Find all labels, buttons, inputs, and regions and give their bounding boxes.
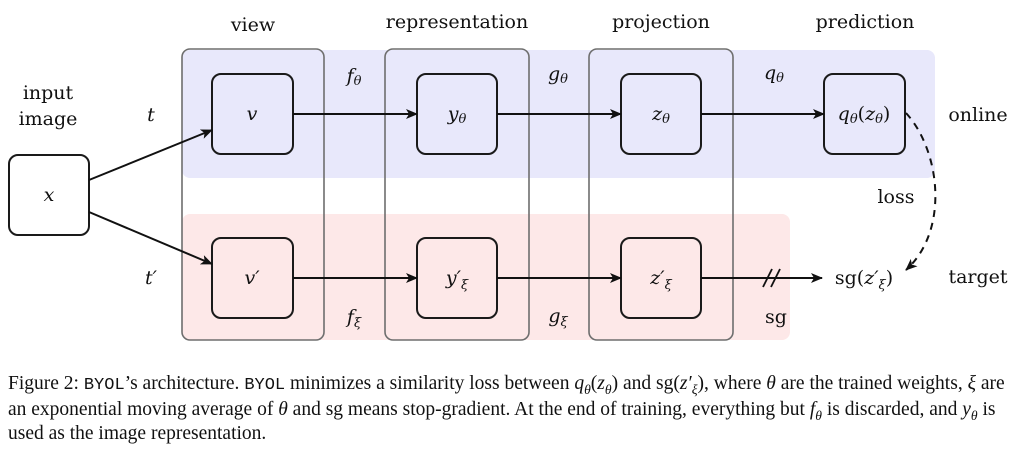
node-y-xi-label: y′ξ	[445, 267, 469, 293]
target-output-label: sg(z′ξ)	[835, 267, 893, 293]
caption-math: θ	[970, 407, 978, 423]
byol-architecture-diagram: view representation projection predictio…	[8, 11, 1008, 341]
edge-x-to-v	[88, 129, 213, 181]
caption-math: z	[597, 373, 605, 394]
figure-caption: Figure 2: BYOL’s architecture. BYOL mini…	[8, 372, 1018, 446]
caption-math: )	[611, 373, 619, 394]
edge-label-t: t	[147, 104, 155, 126]
caption-math: q	[574, 373, 585, 394]
edge-label-q-theta: qθ	[764, 62, 784, 86]
input-label-line2: image	[19, 108, 78, 130]
caption-math: θ	[604, 381, 612, 397]
input-label-line1: input	[23, 82, 74, 104]
caption-math: f	[809, 399, 816, 420]
loss-label: loss	[877, 186, 914, 208]
edge-label-g-xi: gξ	[548, 305, 568, 330]
caption-text: minimizes a similarity loss between	[290, 373, 570, 394]
byol-name: BYOL	[244, 376, 286, 395]
byol-name: BYOL	[83, 376, 125, 395]
caption-text: are an exponential moving average of	[8, 373, 1005, 420]
edge-label-g-theta: gθ	[548, 63, 568, 87]
caption-math: y	[962, 399, 971, 420]
node-v-prime-label: v′	[244, 267, 260, 289]
stop-gradient-mark	[762, 268, 781, 288]
node-q-of-z-label: qθ(zθ)	[838, 103, 891, 127]
caption-text: ’s architecture.	[124, 373, 240, 394]
caption-math: ξ	[967, 373, 976, 394]
caption-math: θ	[584, 381, 591, 397]
branch-label-online: online	[948, 104, 1007, 126]
representation-group	[384, 48, 530, 341]
caption-math: z′	[679, 373, 692, 394]
view-group	[181, 48, 325, 341]
edge-label-t-prime: t′	[145, 267, 158, 289]
caption-text: is used as the image representation.	[8, 399, 996, 444]
edge-x-to-v-prime	[88, 211, 213, 265]
node-x	[8, 154, 90, 236]
caption-math: θ	[278, 399, 288, 420]
caption-text: and sg means stop-gradient. At the end o…	[292, 399, 805, 420]
node-z-xi-label: z′ξ	[649, 267, 672, 293]
caption-math: (	[590, 373, 598, 394]
node-z-theta-label: zθ	[651, 103, 670, 127]
caption-text: and sg(	[622, 373, 680, 394]
caption-math: θ	[766, 373, 776, 394]
figure-label: Figure 2:	[8, 373, 79, 394]
stage-label-representation: representation	[386, 11, 528, 33]
edge-label-f-theta: fθ	[345, 65, 362, 89]
caption-text: ), where	[697, 373, 762, 394]
caption-text: is discarded, and	[826, 399, 958, 420]
caption-text: are the trained weights,	[780, 373, 963, 394]
caption-math: ξ	[691, 381, 698, 397]
stage-label-view: view	[230, 14, 276, 36]
edge-label-f-xi: fξ	[345, 306, 362, 331]
branch-label-target: target	[948, 266, 1007, 288]
sg-label: sg	[765, 306, 787, 328]
node-y-theta-label: yθ	[447, 103, 467, 127]
stage-label-projection: projection	[612, 11, 710, 33]
node-x-label: x	[44, 184, 55, 206]
stage-label-prediction: prediction	[816, 11, 915, 33]
node-v-label: v	[247, 103, 258, 125]
caption-math: θ	[815, 407, 822, 423]
loss-dashed-arrow	[905, 112, 937, 271]
projection-group	[588, 48, 734, 341]
